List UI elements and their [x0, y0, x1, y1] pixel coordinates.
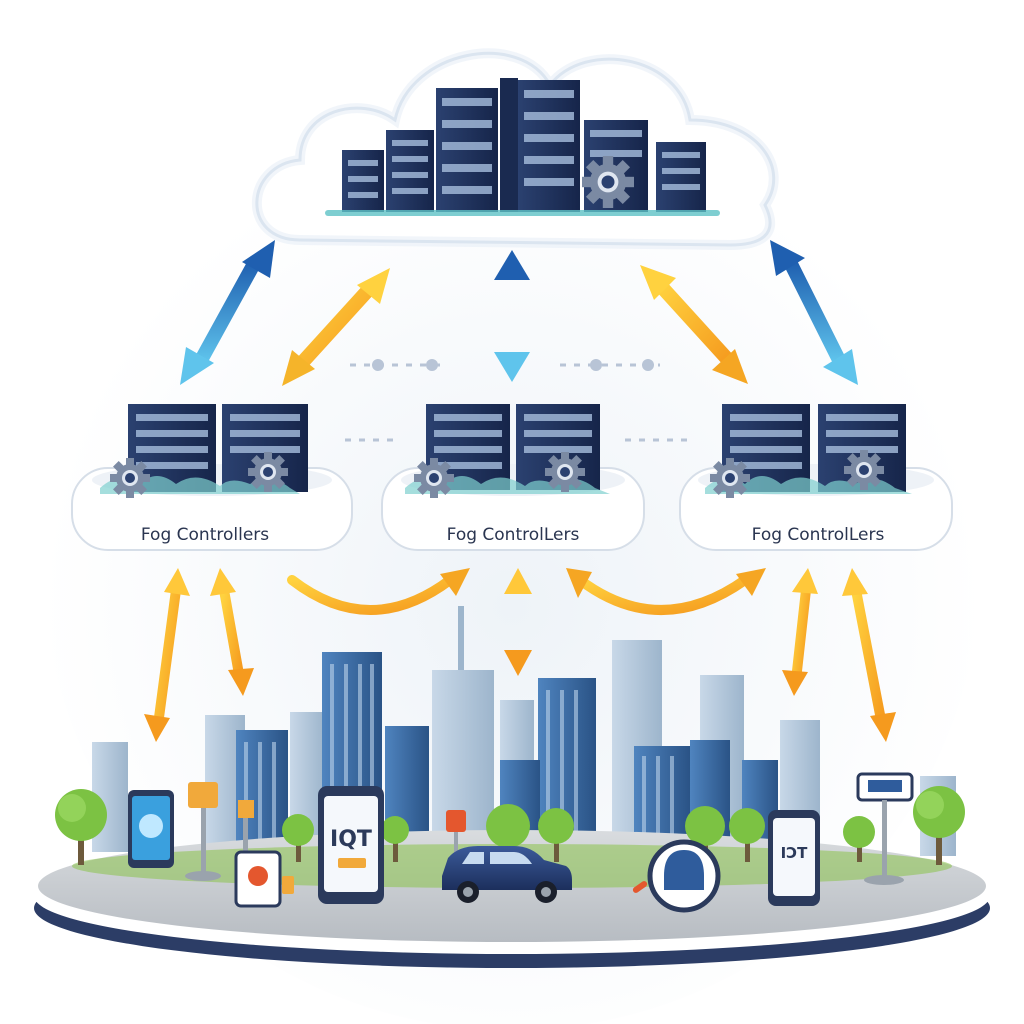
kiosk-device: [185, 782, 221, 881]
trees: [55, 786, 965, 865]
iot-phone-label: IƆT: [781, 844, 809, 862]
fog-city-arrows: [153, 575, 887, 730]
gear-icon: [710, 458, 750, 498]
gear-icon: [844, 450, 884, 490]
fog-node-center: Fog ControlLers: [381, 404, 645, 551]
gear-icon: [545, 452, 585, 492]
car: [442, 846, 572, 903]
cloud-server-racks: [325, 78, 720, 216]
gear-icon: [248, 452, 288, 492]
cloud-fog-arrows: [180, 240, 858, 442]
fog-node-label: Fog ControlLers: [752, 525, 885, 545]
tablet-device: [128, 790, 174, 868]
kiosk-device: [856, 772, 914, 885]
iot-phone-label: IQT: [330, 827, 372, 852]
sensor-device: [632, 839, 721, 913]
fog-node-label: Fog Controllers: [141, 525, 269, 545]
kiosk-device: [238, 800, 254, 858]
fog-node-right: Fog ControlLers: [679, 404, 953, 551]
iot-phone: IQT: [318, 786, 384, 904]
display-device: [234, 850, 294, 908]
gear-icon: [414, 458, 454, 498]
gear-icon: [110, 458, 150, 498]
iot-phone: IƆT: [768, 810, 820, 906]
fog-node-label: Fog ControlLers: [447, 525, 580, 545]
iot-devices: IQT IƆT: [128, 772, 914, 913]
sign-device: [446, 810, 466, 860]
cloud-data-center: [251, 48, 779, 251]
gear-icon: [582, 156, 634, 208]
fog-node-left: Fog Controllers: [71, 404, 353, 551]
fog-city-arrowheads: [144, 568, 896, 742]
